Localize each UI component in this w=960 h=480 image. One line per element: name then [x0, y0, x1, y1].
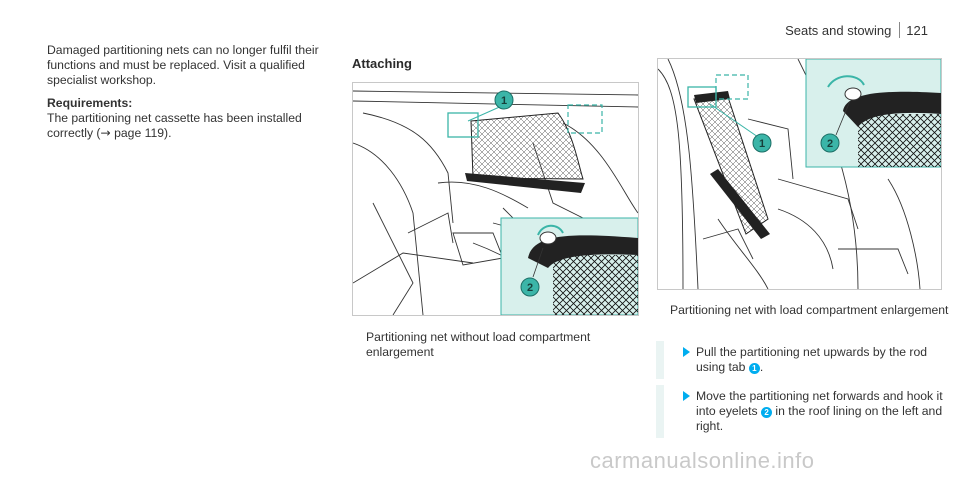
- eyelets-2-badge: 2: [761, 407, 773, 418]
- step-text: Pull the partitioning net upwards by the…: [696, 345, 946, 375]
- requirements-heading: Requirements:: [47, 96, 133, 110]
- header-divider: [899, 22, 901, 38]
- callout-2-label: 2: [527, 282, 533, 294]
- figure-2-inset: 2: [805, 59, 941, 168]
- callout-2-marker: [820, 133, 840, 153]
- callout-1-label: 1: [501, 95, 507, 107]
- figure-1-illustration: 1 2: [353, 90, 638, 315]
- figure-net-with-enlargement: 1 2: [657, 58, 942, 290]
- callout-2-label: 2: [827, 138, 833, 150]
- detail-box-top: [715, 74, 749, 100]
- step-text-after: .: [759, 360, 764, 374]
- step-highlight-bar: [656, 341, 664, 379]
- figure-2-caption: Partitioning net with load compartment e…: [670, 303, 949, 317]
- figure-net-without-enlargement: 1 2: [352, 82, 639, 316]
- section-title: Seats and stowing: [785, 22, 892, 38]
- tab-1-badge: 1: [748, 363, 760, 374]
- intro-column: Damaged partitioning nets can no longer …: [47, 43, 327, 141]
- requirements-text: The partitioning net cassette has been i…: [47, 111, 327, 141]
- step-text-before: Pull the partitioning net upwards by the…: [696, 345, 928, 374]
- callout-1-marker: [752, 133, 772, 153]
- callout-1-marker: [494, 90, 514, 110]
- page-ref-arrow-icon: →: [100, 126, 111, 140]
- step-highlight-bar: [656, 385, 664, 438]
- figure-1-caption: Partitioning net without load compartmen…: [366, 330, 591, 359]
- page-header: Seats and stowing 121: [785, 22, 928, 38]
- callout-1-label: 1: [759, 138, 765, 150]
- step-arrow-icon: [683, 391, 690, 401]
- warning-text: Damaged partitioning nets can no longer …: [47, 43, 319, 87]
- instruction-steps: Pull the partitioning net upwards by the…: [656, 341, 946, 448]
- callout-2-marker: [520, 277, 540, 297]
- step-text-after: in the roof lining on the left and right…: [696, 404, 943, 433]
- page-number: 121: [906, 22, 928, 38]
- watermark: carmanualsonline.info: [590, 448, 815, 473]
- figure-2-illustration: 1 2: [658, 59, 941, 289]
- figure-1-inset: 2: [500, 217, 638, 315]
- instruction-step: Pull the partitioning net upwards by the…: [656, 341, 946, 379]
- step-text-before: Move the partitioning net forwards and h…: [696, 389, 943, 418]
- attaching-heading: Attaching: [352, 56, 412, 71]
- instruction-step: Move the partitioning net forwards and h…: [656, 385, 946, 438]
- detail-box-left: [447, 112, 479, 138]
- step-text: Move the partitioning net forwards and h…: [696, 389, 946, 434]
- page-ref-link[interactable]: page 119).: [110, 126, 172, 140]
- step-arrow-icon: [683, 347, 690, 357]
- detail-box-right: [567, 104, 603, 134]
- requirements-text-before: The partitioning net cassette has been i…: [47, 111, 302, 140]
